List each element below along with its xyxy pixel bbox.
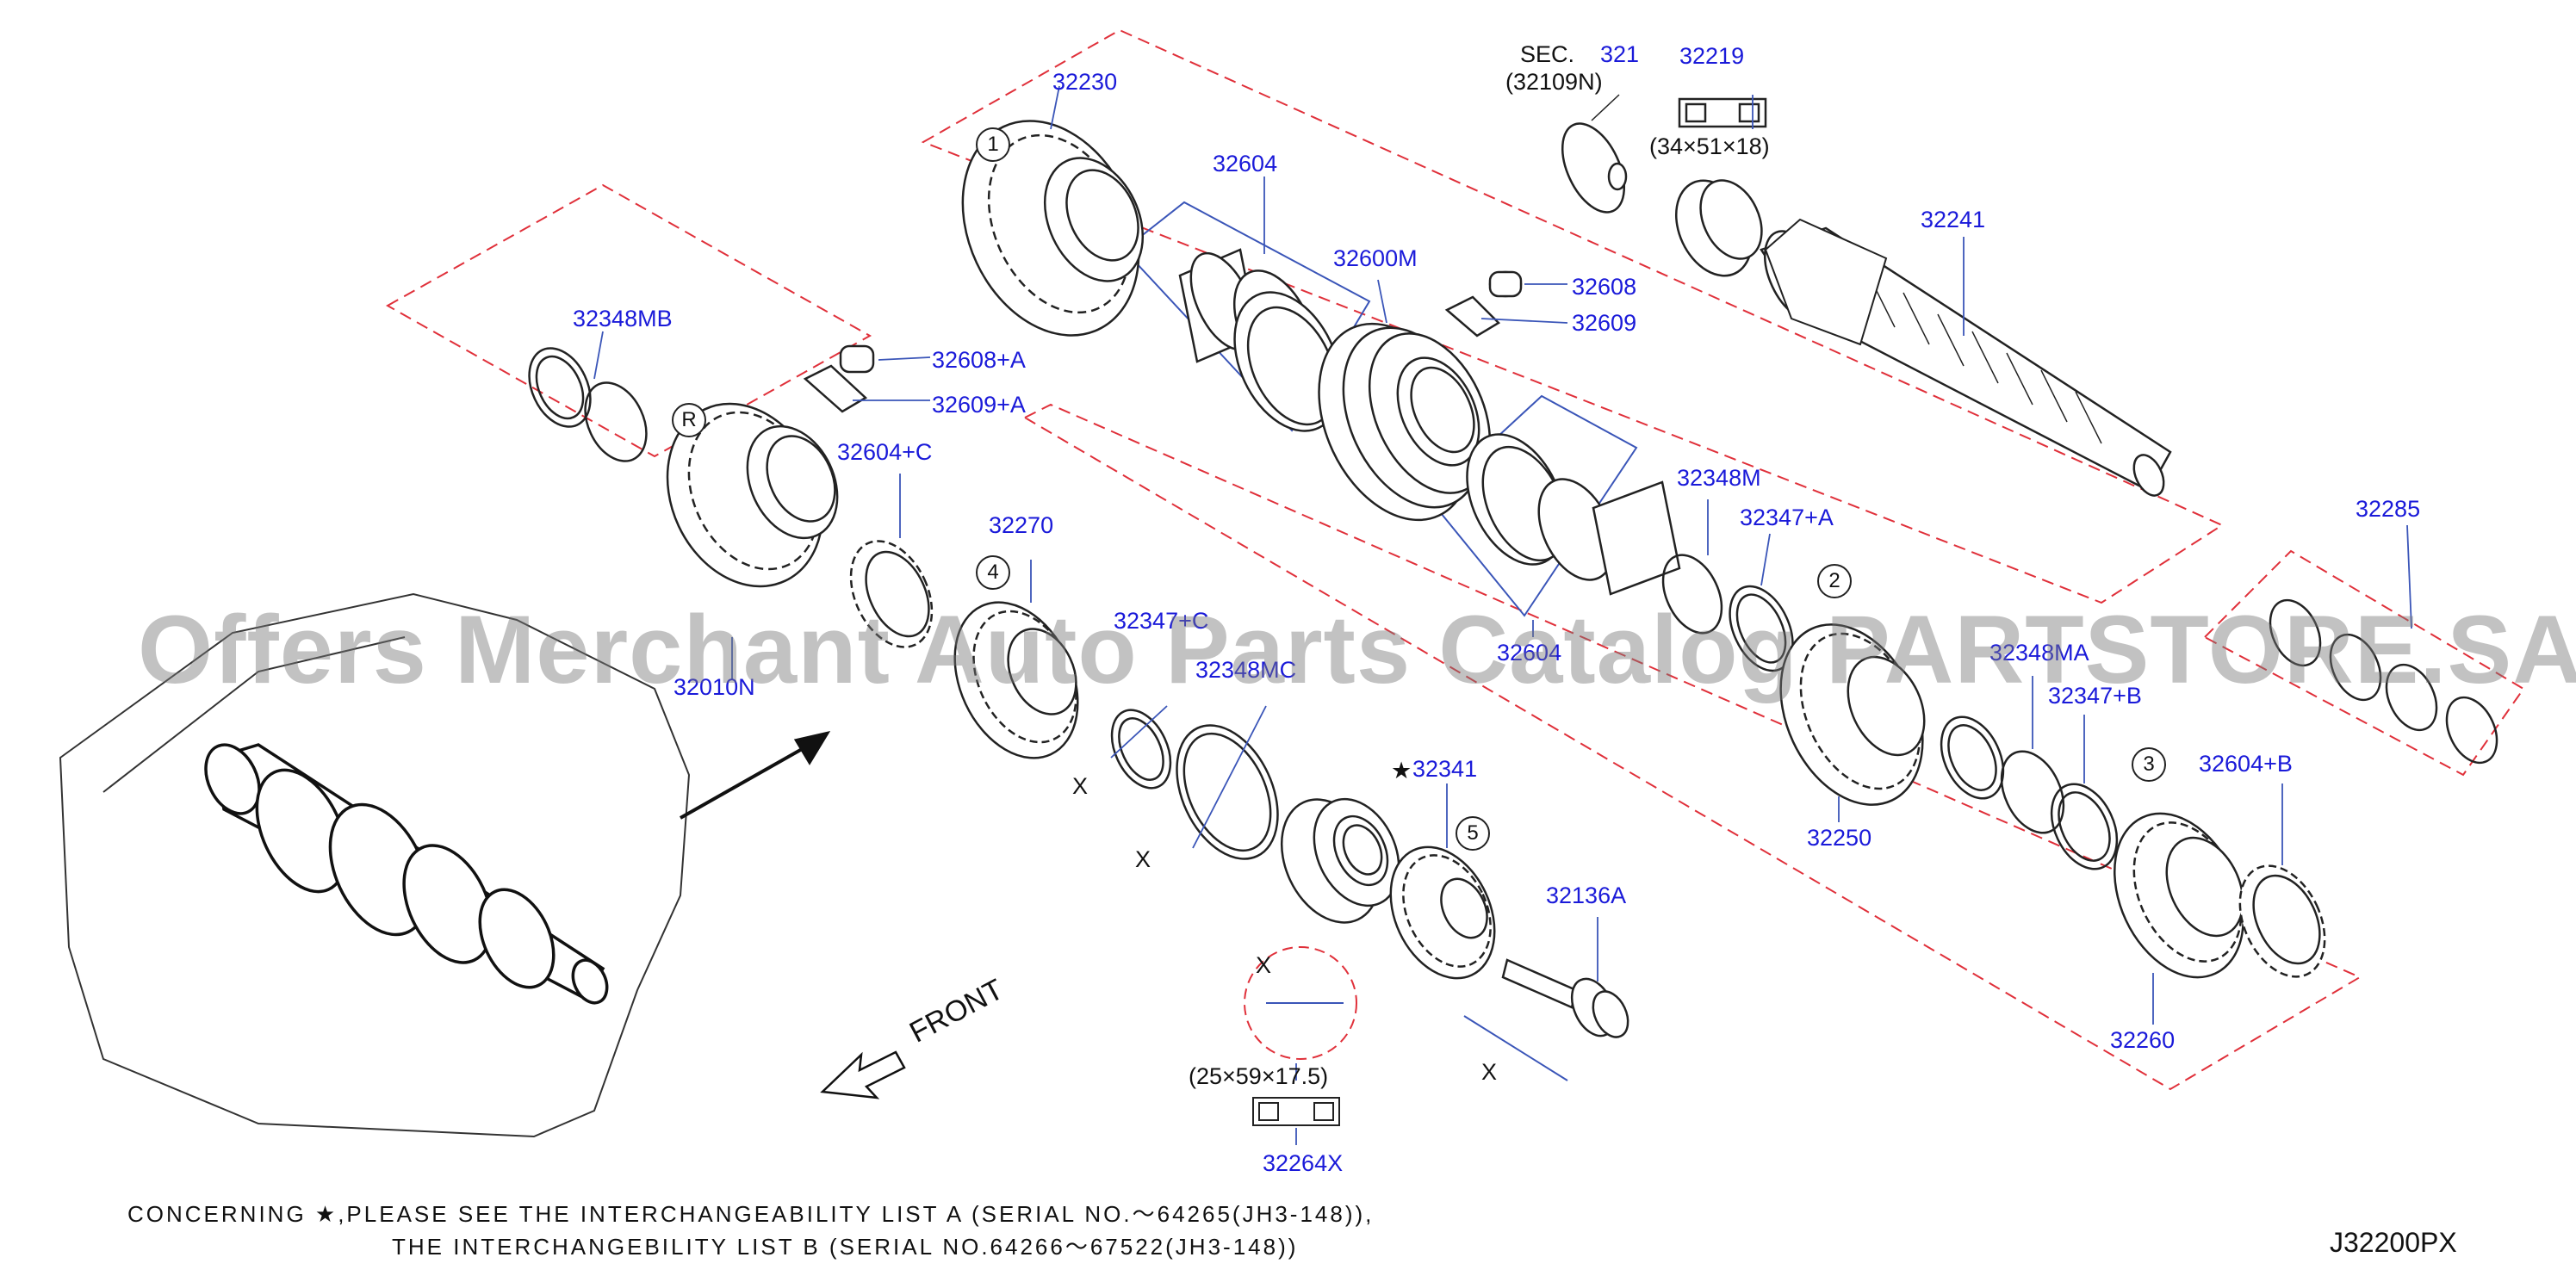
callout-5: 5 (1456, 816, 1490, 851)
rings-32348M-32347A (1661, 554, 1794, 672)
note-line-1: CONCERNING ★,PLEASE SEE THE INTERCHANGEA… (127, 1201, 1375, 1227)
x-mark-bolt: X (1481, 1059, 1498, 1085)
transmission-case (59, 592, 691, 1138)
rings-32348MB (528, 347, 648, 462)
label-32230[interactable]: 32230 (1052, 69, 1118, 95)
label-32241[interactable]: 32241 (1921, 207, 1986, 232)
sync-boxes (1122, 201, 1638, 617)
ring-32604C (849, 540, 934, 648)
label-32347A[interactable]: 32347+A (1740, 505, 1834, 530)
label-32609A[interactable]: 32609+A (932, 392, 1026, 418)
label-32341[interactable]: 32341 (1412, 756, 1478, 782)
label-32347B[interactable]: 32347+B (2048, 683, 2142, 709)
gear-5 (1389, 845, 1496, 980)
direction-arrow (680, 730, 831, 820)
watermark: Offers Merchant Auto Parts Catalog PARTS… (138, 596, 2576, 703)
dimension-32264X: (25×59×17.5) (1189, 1063, 1329, 1089)
sec-label: SEC. (1520, 41, 1575, 67)
label-32285[interactable]: 32285 (2356, 496, 2421, 522)
sync-32604-lower (1466, 433, 1681, 596)
label-32348MA[interactable]: 32348MA (1989, 640, 2089, 666)
gear-32250 (1779, 623, 1926, 806)
label-32264X[interactable]: 32264X (1263, 1150, 1344, 1176)
gear-32270 (953, 601, 1079, 759)
note-line-2: THE INTERCHANGEBILITY LIST B (SERIAL NO.… (392, 1234, 1299, 1260)
sec-ref: (32109N) (1505, 69, 1603, 95)
assembly-outlines (385, 28, 2525, 1091)
label-32600M[interactable]: 32600M (1333, 245, 1418, 271)
label-32348M[interactable]: 32348M (1677, 465, 1761, 491)
bearing-32341 (1280, 797, 1400, 924)
assembled-shaft (204, 743, 609, 1005)
detail-32264X (1244, 946, 1357, 1126)
label-32219[interactable]: 32219 (1679, 43, 1745, 69)
bearing-32219 (1674, 97, 1767, 277)
leader-lines (593, 85, 2412, 1145)
part-32109N (1561, 94, 1628, 214)
label-32348MC[interactable]: 32348MC (1195, 657, 1297, 683)
label-32604-lower[interactable]: 32604 (1497, 640, 1562, 666)
label-32608[interactable]: 32608 (1572, 274, 1637, 300)
label-32604B[interactable]: 32604+B (2199, 751, 2293, 777)
callout-2: 2 (1817, 564, 1852, 598)
ring-32604B (2238, 864, 2326, 978)
rings-32348MA-32347B (1940, 715, 2119, 870)
x-mark-detail: X (1256, 952, 1272, 978)
outline-3rd-group (1022, 403, 2362, 1091)
dimension-32219: (34×51×18) (1649, 133, 1770, 159)
x-mark-ring-c: X (1072, 773, 1089, 799)
box-32604-upper (1122, 201, 1371, 432)
sync-32604-upper (1178, 248, 1342, 432)
label-32347C[interactable]: 32347+C (1114, 608, 1209, 634)
star-marker: ★ (1391, 758, 1412, 783)
front-arrow (820, 1050, 906, 1099)
callout-3: 3 (2132, 747, 2166, 782)
rings-32347C-32348MC (1110, 709, 1279, 860)
label-32270[interactable]: 32270 (989, 512, 1054, 538)
bolt-32136A (1463, 958, 1629, 1081)
callout-1: 1 (976, 127, 1010, 162)
gear-reverse (666, 402, 839, 588)
shaft-32241 (1760, 218, 2172, 497)
pin-spring-upper (1444, 270, 1523, 338)
label-32348MB[interactable]: 32348MB (573, 306, 673, 331)
outline-main-shaft (921, 28, 2225, 604)
label-32609[interactable]: 32609 (1572, 310, 1637, 336)
gear-32230 (961, 120, 1145, 337)
figure-code: J32200PX (2330, 1227, 2457, 1258)
sec-number-link[interactable]: 321 (1600, 41, 1640, 67)
rings-32285 (2269, 598, 2498, 765)
box-32604-lower (1428, 394, 1638, 617)
label-32260[interactable]: 32260 (2110, 1027, 2176, 1053)
label-32010N[interactable]: 32010N (673, 674, 755, 700)
hub-32600M (1318, 322, 1492, 522)
label-32604-upper[interactable]: 32604 (1213, 151, 1278, 177)
outline-reverse-group (385, 183, 872, 458)
gear-32260 (2114, 812, 2244, 979)
x-mark-ring-mc: X (1135, 846, 1151, 872)
pin-spring-reverse (803, 344, 875, 413)
outline-32285 (2203, 549, 2525, 777)
callout-r: R (672, 403, 706, 437)
label-32608A[interactable]: 32608+A (932, 347, 1026, 373)
label-32250[interactable]: 32250 (1807, 825, 1872, 851)
label-32136A[interactable]: 32136A (1546, 883, 1627, 908)
callout-4: 4 (976, 555, 1010, 590)
label-32604C[interactable]: 32604+C (837, 439, 933, 465)
